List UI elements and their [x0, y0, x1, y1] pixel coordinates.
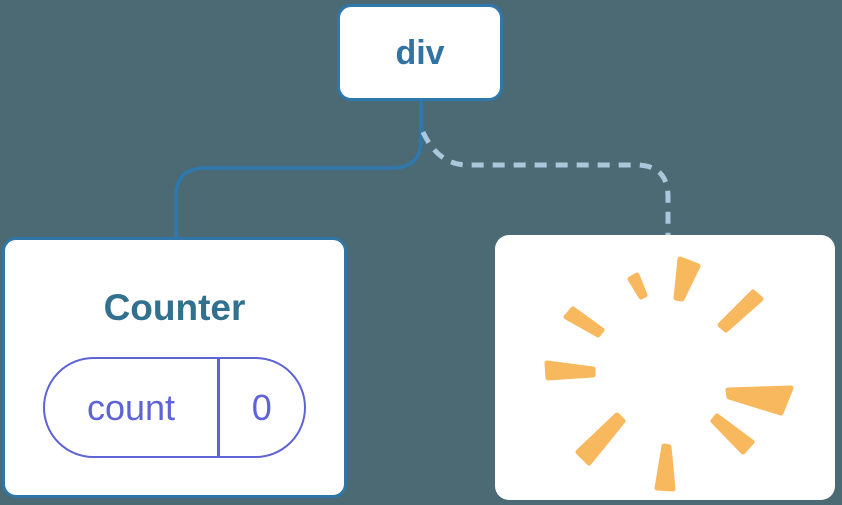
connector-dashed-line — [420, 130, 671, 236]
state-value: 0 — [251, 386, 272, 428]
pill-divider — [217, 359, 220, 456]
poof-icon — [544, 256, 794, 492]
state-name: count — [86, 386, 176, 428]
counter-title: Counter — [103, 287, 246, 328]
counter-node: Counter count 0 — [2, 237, 347, 498]
connector-solid-line — [174, 101, 423, 237]
root-node: div — [337, 4, 503, 101]
root-node-label: div — [395, 33, 445, 72]
removed-node — [495, 235, 835, 500]
state-pill: count 0 — [43, 357, 306, 458]
